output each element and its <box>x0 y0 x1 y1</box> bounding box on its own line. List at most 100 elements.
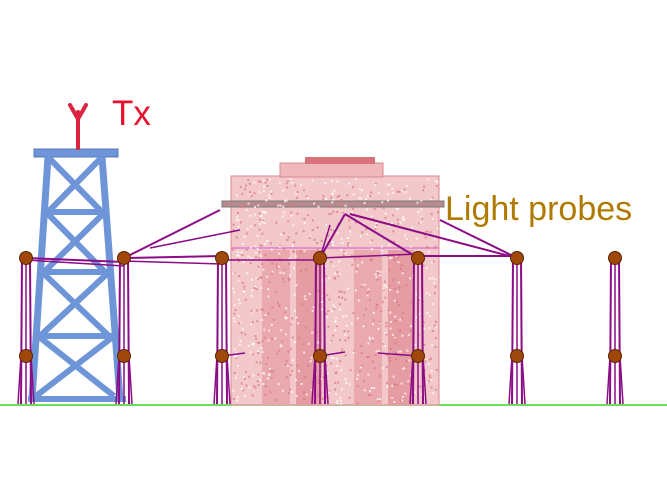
building-speck <box>260 287 263 289</box>
building-speck <box>236 215 239 218</box>
building-speck <box>359 197 362 200</box>
building-speck <box>233 271 236 274</box>
building-speck <box>334 320 337 323</box>
building-speck <box>277 349 280 352</box>
building-speck <box>410 329 412 332</box>
building-speck <box>389 360 392 362</box>
building-speck <box>316 264 319 267</box>
building-speck <box>233 312 236 315</box>
building-speck <box>239 321 242 324</box>
building-speck <box>329 341 332 344</box>
building-speck <box>401 272 404 275</box>
building-speck <box>393 255 396 258</box>
building-speck <box>275 221 278 224</box>
building-speck <box>328 206 331 209</box>
building-speck <box>316 331 319 334</box>
building-speck <box>317 290 320 292</box>
building-speck <box>270 190 272 193</box>
building-speck <box>334 306 337 309</box>
building-speck <box>232 287 234 290</box>
building-speck <box>410 325 413 328</box>
building-speck <box>368 290 370 293</box>
building-speck <box>287 220 290 223</box>
building-speck <box>358 256 361 259</box>
building-speck <box>430 379 433 381</box>
building-speck <box>242 242 245 245</box>
building-speck <box>393 299 396 302</box>
building-speck <box>281 340 284 343</box>
building-speck <box>339 360 342 363</box>
building-speck <box>373 208 376 211</box>
building-speck <box>355 178 358 181</box>
building-speck <box>246 227 249 230</box>
building-speck <box>240 251 243 254</box>
building-speck <box>430 213 433 216</box>
building-speck <box>301 201 304 204</box>
building-speck <box>235 351 238 354</box>
building-speck <box>369 195 372 198</box>
probe-strut <box>314 257 317 405</box>
building-speck <box>269 196 271 199</box>
building-speck <box>385 285 388 288</box>
building-speck <box>272 370 275 373</box>
building-speck <box>413 391 416 394</box>
building-speck <box>337 381 340 384</box>
building-speck <box>344 378 347 381</box>
building-speck <box>252 353 255 356</box>
building-speck <box>244 333 247 336</box>
building-roof <box>305 157 375 164</box>
building-speck <box>326 294 329 297</box>
building-speck <box>233 304 236 306</box>
building-speck <box>386 381 389 384</box>
building-speck <box>358 197 360 200</box>
building-speck <box>338 290 341 293</box>
probe-strut <box>409 355 414 405</box>
building-speck <box>429 315 432 318</box>
building-speck <box>384 296 387 299</box>
building-speck <box>374 354 377 356</box>
building-speck <box>389 347 392 350</box>
building-speck <box>296 364 299 367</box>
building-speck <box>240 382 243 385</box>
building-speck <box>402 271 404 273</box>
building-speck <box>244 184 247 187</box>
building-speck <box>249 262 252 264</box>
building-speck <box>357 374 359 377</box>
building-speck <box>288 257 291 260</box>
building-speck <box>430 198 433 201</box>
building-speck <box>260 308 263 311</box>
building-speck <box>408 359 411 362</box>
building-speck <box>369 390 371 393</box>
building-speck <box>388 244 391 247</box>
building-speck <box>405 237 408 240</box>
building-speck <box>397 261 400 264</box>
building-speck <box>277 383 280 386</box>
building-speck <box>260 244 263 247</box>
building-speck <box>348 182 351 185</box>
building-speck <box>277 204 280 207</box>
building-speck <box>266 178 269 181</box>
building-speck <box>354 289 357 292</box>
building-speck <box>308 236 311 239</box>
building-speck <box>235 194 238 197</box>
building-speck <box>266 275 269 278</box>
building-speck <box>431 196 434 199</box>
building-speck <box>394 342 397 345</box>
building-speck <box>419 385 422 388</box>
building-speck <box>282 277 284 280</box>
probe-strut <box>17 355 22 405</box>
building-speck <box>336 402 339 405</box>
building-speck <box>411 226 414 229</box>
building-speck <box>244 188 246 191</box>
building-speck <box>279 204 282 207</box>
building-speck <box>265 363 268 366</box>
building-speck <box>378 350 381 353</box>
building-speck <box>338 273 341 276</box>
building-speck <box>271 337 274 340</box>
building-speck <box>402 216 405 218</box>
building-speck <box>334 228 337 230</box>
building-speck <box>391 396 394 399</box>
building-speck <box>256 309 259 312</box>
building-speck <box>238 302 241 305</box>
probe-strut <box>311 355 316 405</box>
